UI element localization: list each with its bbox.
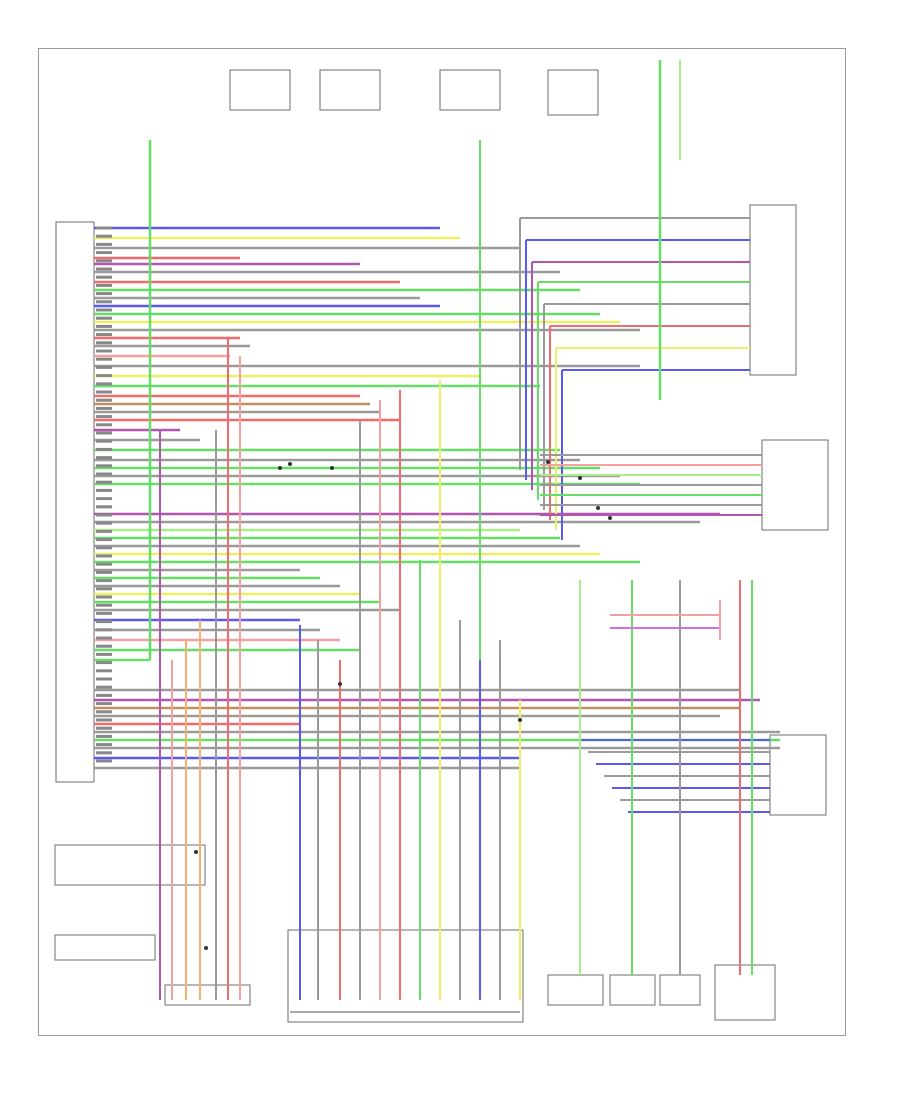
wire-label-mark [96,275,112,279]
sensor-box-3 [659,974,701,1006]
label-group [96,226,112,763]
wire-label-mark [96,579,112,583]
wire-label-mark [96,538,112,542]
pin-box-bottom [164,984,251,1006]
wire-label-mark [96,415,112,419]
wire-label-mark [96,382,112,386]
wire-label-mark [96,365,112,369]
wire-label-mark [96,554,112,558]
sensor-box-1 [547,974,604,1006]
wire-label-mark [96,300,112,304]
wire-label-mark [96,603,112,607]
splice-node [288,462,292,466]
range-switch-box [714,964,776,1021]
wire-label-mark [96,333,112,337]
wire-label-mark [96,513,112,517]
wire-label-mark [96,423,112,427]
wire-label-mark [96,562,112,566]
diagram-frame [38,48,846,1036]
top-switch-box-2 [319,69,381,111]
wire-label-mark [96,341,112,345]
sensor-box-2 [609,974,656,1006]
wire-label-mark [96,267,112,271]
wire-label-mark [96,595,112,599]
wire-label-mark [96,390,112,394]
splice-node [204,946,208,950]
wire-group [94,60,780,1013]
splice-node [546,460,550,464]
wire-label-mark [96,472,112,476]
wire-label-mark [96,644,112,648]
wire-label-mark [96,628,112,632]
wire-label-mark [96,693,112,697]
splice-node [330,466,334,470]
wire-label-mark [96,587,112,591]
wire-label-mark [96,374,112,378]
wire-label-mark [96,226,112,230]
wire-label-mark [96,734,112,738]
wire-label-mark [96,251,112,255]
wire-label-mark [96,759,112,763]
diagnostic-connector [761,439,829,531]
wire-label-mark [96,718,112,722]
wire-label-mark [96,570,112,574]
wire-label-mark [96,398,112,402]
wire-label-mark [96,464,112,468]
wire-label-mark [96,702,112,706]
wire-label-mark [96,677,112,681]
wire-label-mark [96,652,112,656]
wire-label-mark [96,521,112,525]
wire-label-mark [96,234,112,238]
left-bottom-box-2 [54,934,156,961]
splice-node [278,466,282,470]
node-group [194,460,612,950]
wire-label-mark [96,488,112,492]
wire-label-mark [96,406,112,410]
wire-label-mark [96,292,112,296]
data-link-connector [749,204,797,376]
top-switch-box-4 [547,69,599,116]
wire-label-mark [96,636,112,640]
splice-node [194,850,198,854]
wire-label-mark [96,661,112,665]
splice-node [596,506,600,510]
wire-label-mark [96,283,112,287]
wire-label-mark [96,743,112,747]
wire-label-mark [96,710,112,714]
wire-label-mark [96,726,112,730]
transmission-box [287,929,524,1023]
wire-label-mark [96,324,112,328]
splice-node [518,718,522,722]
wire-label-mark [96,439,112,443]
splice-node [578,476,582,480]
wire-label-mark [96,546,112,550]
wire-label-mark [96,447,112,451]
wire-label-mark [96,431,112,435]
top-switch-box [229,69,291,111]
wire-label-mark [96,349,112,353]
wire-label-mark [96,316,112,320]
wire-label-mark [96,620,112,624]
wire-label-mark [96,669,112,673]
wire-label-mark [96,357,112,361]
wire-label-mark [96,308,112,312]
wire-label-mark [96,480,112,484]
tcm-module-box [55,221,95,783]
wire-label-mark [96,751,112,755]
top-switch-box-3 [439,69,501,111]
wire-label-mark [96,456,112,460]
splice-node [338,682,342,686]
wire-label-mark [96,529,112,533]
wire-label-mark [96,611,112,615]
splice-node [608,516,612,520]
wire-label-mark [96,259,112,263]
wire-label-mark [96,242,112,246]
wire-label-mark [96,497,112,501]
wire-label-mark [96,685,112,689]
wire-label-mark [96,505,112,509]
left-bottom-box-1 [54,844,206,886]
